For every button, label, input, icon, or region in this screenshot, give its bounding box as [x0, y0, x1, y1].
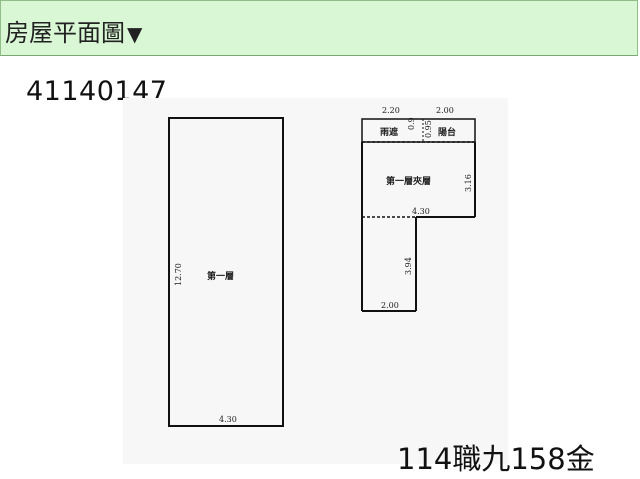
lower-dim-base: 2.00	[381, 301, 399, 310]
rain-shelter-label: 雨遮	[380, 126, 398, 138]
top-strip-dim-small: 0.9	[407, 117, 416, 130]
mezzanine-dim-bottom: 4.30	[412, 207, 430, 216]
top-strip-dim-right: 2.00	[436, 106, 454, 115]
floor-plan-background	[123, 98, 508, 464]
mezzanine-dim-right: 3.16	[464, 174, 473, 192]
top-strip-dim-small-2: 0.95	[424, 120, 433, 138]
top-strip-outline	[361, 118, 476, 143]
first-floor-outline	[168, 117, 284, 427]
section-toggle[interactable]: 房屋平面圖▼	[5, 13, 142, 48]
top-strip-dim-left: 2.20	[382, 106, 400, 115]
first-floor-label: 第一層	[207, 270, 234, 282]
section-header[interactable]: 房屋平面圖▼	[0, 0, 638, 56]
lower-dim-side: 3.94	[404, 257, 413, 275]
first-floor-width: 4.30	[219, 415, 237, 424]
caret-down-icon: ▼	[127, 22, 143, 46]
section-title: 房屋平面圖	[5, 19, 125, 47]
first-floor-height: 12.70	[174, 263, 183, 286]
property-address: 114職九158金	[397, 442, 595, 476]
balcony-label: 陽台	[438, 126, 456, 138]
mezzanine-label: 第一層夾層	[386, 175, 431, 187]
